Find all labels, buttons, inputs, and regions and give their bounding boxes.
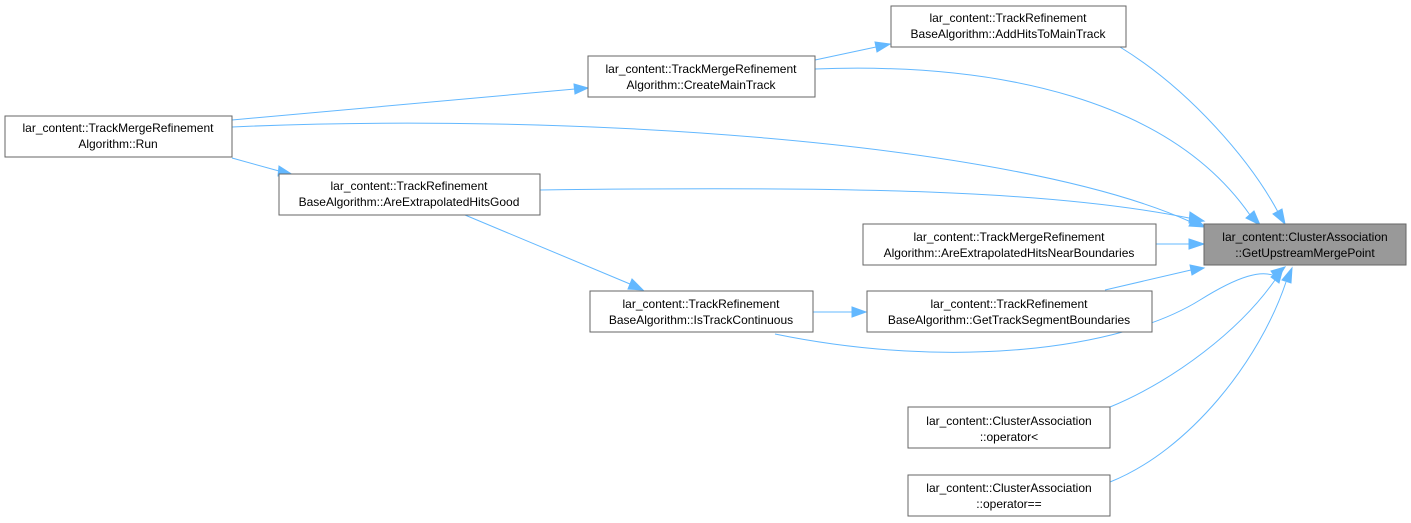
node-are-extrapolated-hits-good-line-2: BaseAlgorithm::AreExtrapolatedHitsGood (299, 195, 520, 209)
edge-create-main-track-to-get-upstream-merge-point (814, 67, 1261, 227)
node-operator-less-line-2: ::operator< (980, 430, 1038, 444)
edge-is-track-continuous-to-get-track-segment-boundaries (813, 306, 868, 318)
edge-run-to-are-extrapolated-hits-good (231, 157, 295, 177)
node-are-extrapolated-hits-near-boundaries[interactable]: lar_content::TrackMergeRefinement Algori… (862, 223, 1157, 266)
node-are-extrapolated-hits-good-line-1: lar_content::TrackRefinement (331, 179, 489, 193)
node-is-track-continuous-line-1: lar_content::TrackRefinement (623, 297, 781, 311)
node-create-main-track-line-1: lar_content::TrackMergeRefinement (606, 62, 798, 76)
edge-near-boundaries-to-get-upstream-merge-point (1156, 238, 1206, 250)
node-run-line-1: lar_content::TrackMergeRefinement (23, 121, 215, 135)
node-are-extrapolated-hits-good[interactable]: lar_content::TrackRefinement BaseAlgorit… (278, 173, 541, 216)
node-create-main-track-line-2: Algorithm::CreateMainTrack (627, 78, 777, 92)
edge-operator-less-to-get-upstream-merge-point (1109, 266, 1284, 408)
edge-add-hits-to-get-upstream-merge-point (1119, 46, 1286, 226)
node-operator-equal-line-1: lar_content::ClusterAssociation (926, 481, 1091, 495)
node-get-track-segment-boundaries-line-2: BaseAlgorithm::GetTrackSegmentBoundaries (888, 313, 1130, 327)
edge-are-extrapolated-hits-good-to-is-track-continuous (464, 214, 645, 291)
node-operator-less-line-1: lar_content::ClusterAssociation (926, 414, 1091, 428)
node-add-hits-line-2: BaseAlgorithm::AddHitsToMainTrack (911, 27, 1107, 41)
node-is-track-continuous-line-2: BaseAlgorithm::IsTrackContinuous (609, 313, 793, 327)
edge-run-to-create-main-track (231, 83, 590, 121)
node-operator-equal-line-2: ::operator== (976, 497, 1041, 511)
node-operator-less[interactable]: lar_content::ClusterAssociation ::operat… (907, 406, 1111, 449)
node-add-hits-to-main-track[interactable]: lar_content::TrackRefinement BaseAlgorit… (890, 5, 1127, 48)
node-get-track-segment-boundaries-line-1: lar_content::TrackRefinement (931, 297, 1089, 311)
node-add-hits-line-1: lar_content::TrackRefinement (930, 11, 1088, 25)
node-run[interactable]: lar_content::TrackMergeRefinement Algori… (4, 115, 233, 158)
node-get-upstream-merge-point-line-1: lar_content::ClusterAssociation (1222, 230, 1387, 244)
node-get-upstream-merge-point-line-2: ::GetUpstreamMergePoint (1235, 246, 1375, 260)
node-get-upstream-merge-point[interactable]: lar_content::ClusterAssociation ::GetUps… (1203, 223, 1407, 266)
node-is-track-continuous[interactable]: lar_content::TrackRefinement BaseAlgorit… (589, 290, 814, 333)
edge-get-track-segment-boundaries-to-get-upstream-merge-point (1104, 264, 1206, 291)
edge-operator-equal-to-get-upstream-merge-point (1109, 266, 1293, 483)
edge-are-extrapolated-hits-good-to-get-upstream-merge-point (539, 188, 1206, 224)
node-run-line-2: Algorithm::Run (78, 137, 157, 151)
node-create-main-track[interactable]: lar_content::TrackMergeRefinement Algori… (587, 55, 816, 98)
node-get-track-segment-boundaries[interactable]: lar_content::TrackRefinement BaseAlgorit… (866, 290, 1153, 333)
edge-create-main-track-to-add-hits (814, 41, 892, 61)
node-near-boundaries-line-1: lar_content::TrackMergeRefinement (914, 230, 1106, 244)
node-near-boundaries-line-2: Algorithm::AreExtrapolatedHitsNearBounda… (884, 246, 1135, 260)
node-operator-equal[interactable]: lar_content::ClusterAssociation ::operat… (907, 474, 1111, 517)
nodes-layer: lar_content::TrackMergeRefinement Algori… (4, 5, 1407, 517)
